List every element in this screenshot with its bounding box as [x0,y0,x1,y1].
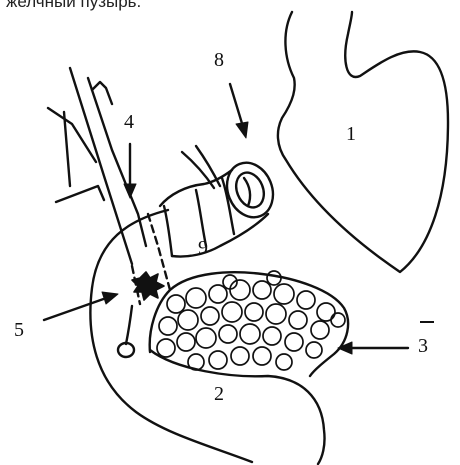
bile-duct-branch-a [48,108,96,162]
organ-1-outline [278,12,448,272]
stomach-tube-bottom [172,214,268,257]
gallstone [132,272,164,300]
stomach-tube-ring-1 [164,206,172,256]
label-9: 9 [198,237,208,259]
arrow-5 [44,292,118,320]
label-5: 5 [14,319,24,341]
arrow-8 [230,84,248,138]
vessel-1 [182,152,214,188]
stomach-tube-top [160,170,232,206]
label-4: 4 [124,111,134,133]
label-3: 3 [418,335,428,357]
cut-end-lumen [244,178,250,206]
duodenum-inner [150,350,325,464]
papilla-duct [126,306,132,344]
arrow-4 [124,144,136,198]
arrow-3 [338,342,408,354]
pancreas-lobules [157,271,345,370]
bile-duct-left-edge [70,68,132,264]
bile-duct-branch-c [56,186,104,202]
label-2: 2 [214,383,224,405]
label-8: 8 [214,49,224,71]
label-1: 1 [346,123,356,145]
